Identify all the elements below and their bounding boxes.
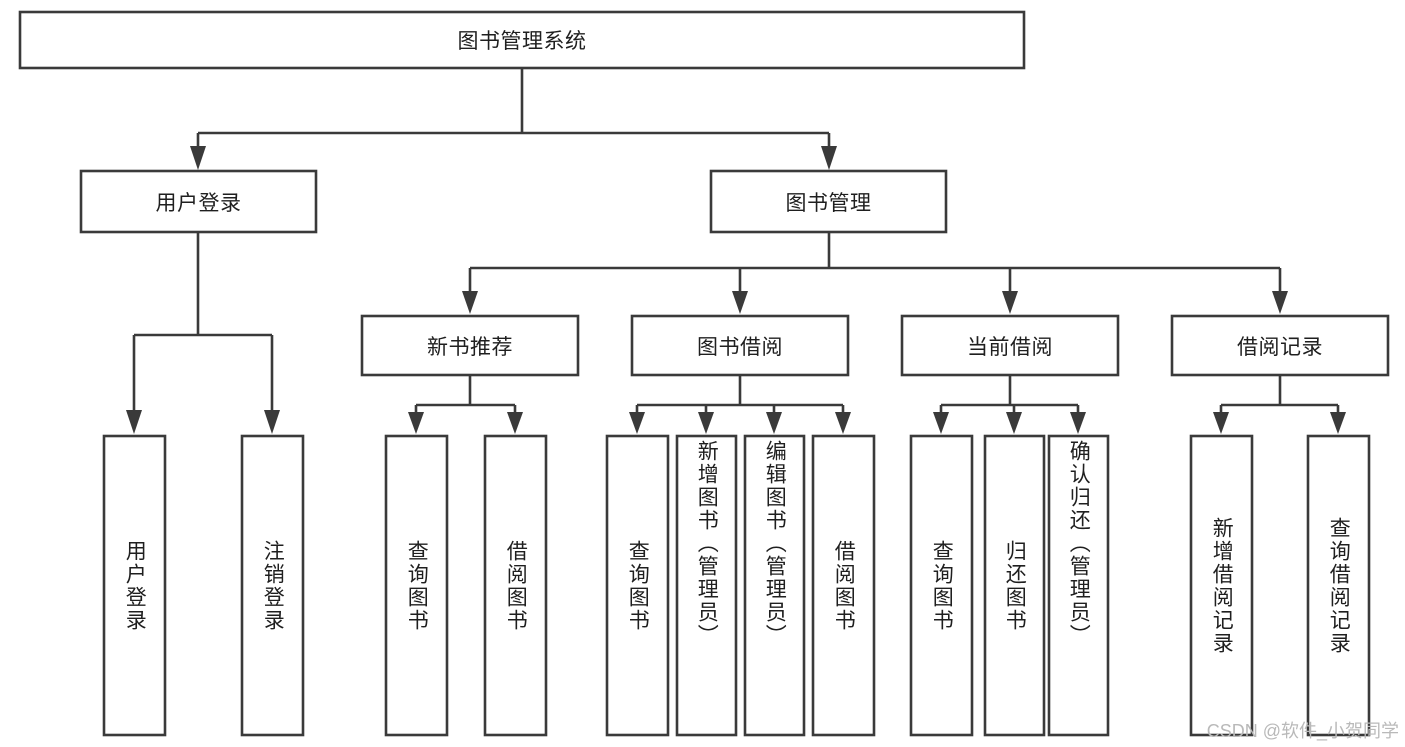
node-box-leaf-query-book-current[interactable]: [909, 434, 974, 737]
node-box-book-management[interactable]: [709, 169, 948, 234]
arrow-head-icon: [732, 291, 748, 314]
arrow-head-icon: [264, 410, 280, 434]
arrow-head-icon: [629, 412, 645, 434]
arrow-head-icon: [1330, 412, 1346, 434]
arrow-head-icon: [1213, 412, 1229, 434]
node-box-leaf-query-book-borrow[interactable]: [605, 434, 670, 737]
edge-borrow-records-to-leaves: [1213, 375, 1346, 434]
arrow-head-icon: [408, 412, 424, 434]
node-box-leaf-query-book-recommend[interactable]: [384, 434, 449, 737]
node-box-root[interactable]: [18, 10, 1026, 70]
arrow-head-icon: [462, 291, 478, 314]
node-box-borrow-records[interactable]: [1170, 314, 1390, 377]
arrow-head-icon: [1272, 291, 1288, 314]
arrow-head-icon: [190, 146, 206, 170]
edge-user-login-to-leaves: [126, 232, 280, 434]
arrow-head-icon: [766, 412, 782, 434]
edge-root-to-level2: [190, 68, 837, 170]
node-box-user-login[interactable]: [79, 169, 318, 234]
edge-book-borrow-to-leaves: [629, 375, 851, 434]
arrow-head-icon: [1006, 412, 1022, 434]
node-box-leaf-return-book[interactable]: [983, 434, 1046, 737]
node-box-leaf-edit-book-admin[interactable]: [743, 434, 806, 737]
edge-new-book-recommend-to-leaves: [408, 375, 523, 434]
node-box-current-borrow[interactable]: [900, 314, 1120, 377]
arrow-head-icon: [698, 412, 714, 434]
node-box-leaf-borrow-book-recommend[interactable]: [483, 434, 548, 737]
arrow-head-icon: [126, 410, 142, 434]
arrow-head-icon: [1002, 291, 1018, 314]
node-box-leaf-query-borrow-record[interactable]: [1306, 434, 1371, 737]
node-box-leaf-add-borrow-record[interactable]: [1189, 434, 1254, 737]
arrow-head-icon: [835, 412, 851, 434]
node-box-leaf-add-book-admin[interactable]: [675, 434, 738, 737]
node-box-leaf-user-login[interactable]: [102, 434, 167, 737]
arrow-head-icon: [933, 412, 949, 434]
edge-current-borrow-to-leaves: [933, 375, 1086, 434]
node-box-book-borrow[interactable]: [630, 314, 850, 377]
node-box-new-book-recommend[interactable]: [360, 314, 580, 377]
node-box-leaf-confirm-return-admin[interactable]: [1047, 434, 1110, 737]
node-box-leaf-borrow-book-borrow[interactable]: [811, 434, 876, 737]
arrow-head-icon: [821, 146, 837, 170]
edge-book-management-to-level3: [462, 232, 1288, 314]
arrow-head-icon: [507, 412, 523, 434]
node-box-leaf-logout-login[interactable]: [240, 434, 305, 737]
arrow-head-icon: [1070, 412, 1086, 434]
